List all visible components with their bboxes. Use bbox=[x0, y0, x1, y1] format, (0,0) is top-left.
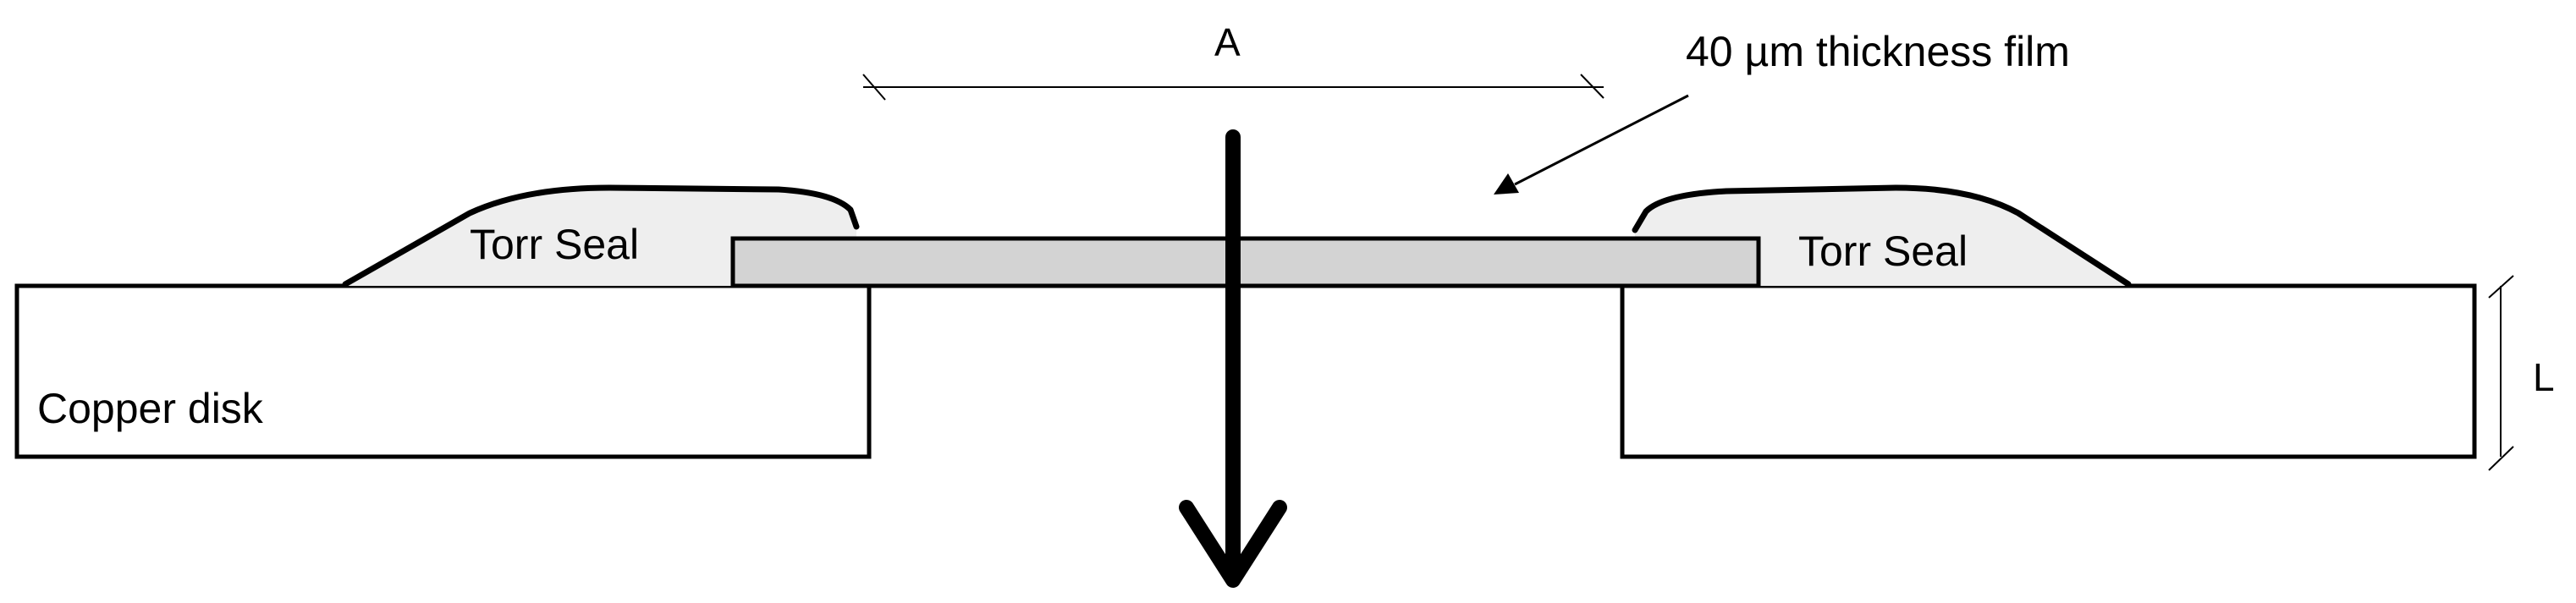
dimension-a-label: A bbox=[1214, 20, 1241, 64]
dimension-l-label: L bbox=[2533, 355, 2555, 399]
torr-seal-right-label: Torr Seal bbox=[1798, 227, 1968, 275]
copper-disk-right bbox=[1620, 283, 2477, 459]
film-callout-arrow bbox=[1494, 94, 1689, 195]
torr-seal-left-label: Torr Seal bbox=[470, 221, 639, 268]
copper-disk-label: Copper disk bbox=[37, 385, 264, 432]
dimension-a-indicator bbox=[862, 74, 1604, 101]
copper-disk-left bbox=[14, 283, 872, 459]
dimension-l-indicator bbox=[2488, 275, 2514, 471]
film-callout-label: 40 µm thickness film bbox=[1686, 28, 2070, 75]
film bbox=[730, 236, 1761, 288]
torr-seal-left-outline bbox=[342, 184, 860, 288]
heat-flow-arrow bbox=[1179, 129, 1287, 588]
torr-seal-right-outline bbox=[1632, 184, 2132, 288]
